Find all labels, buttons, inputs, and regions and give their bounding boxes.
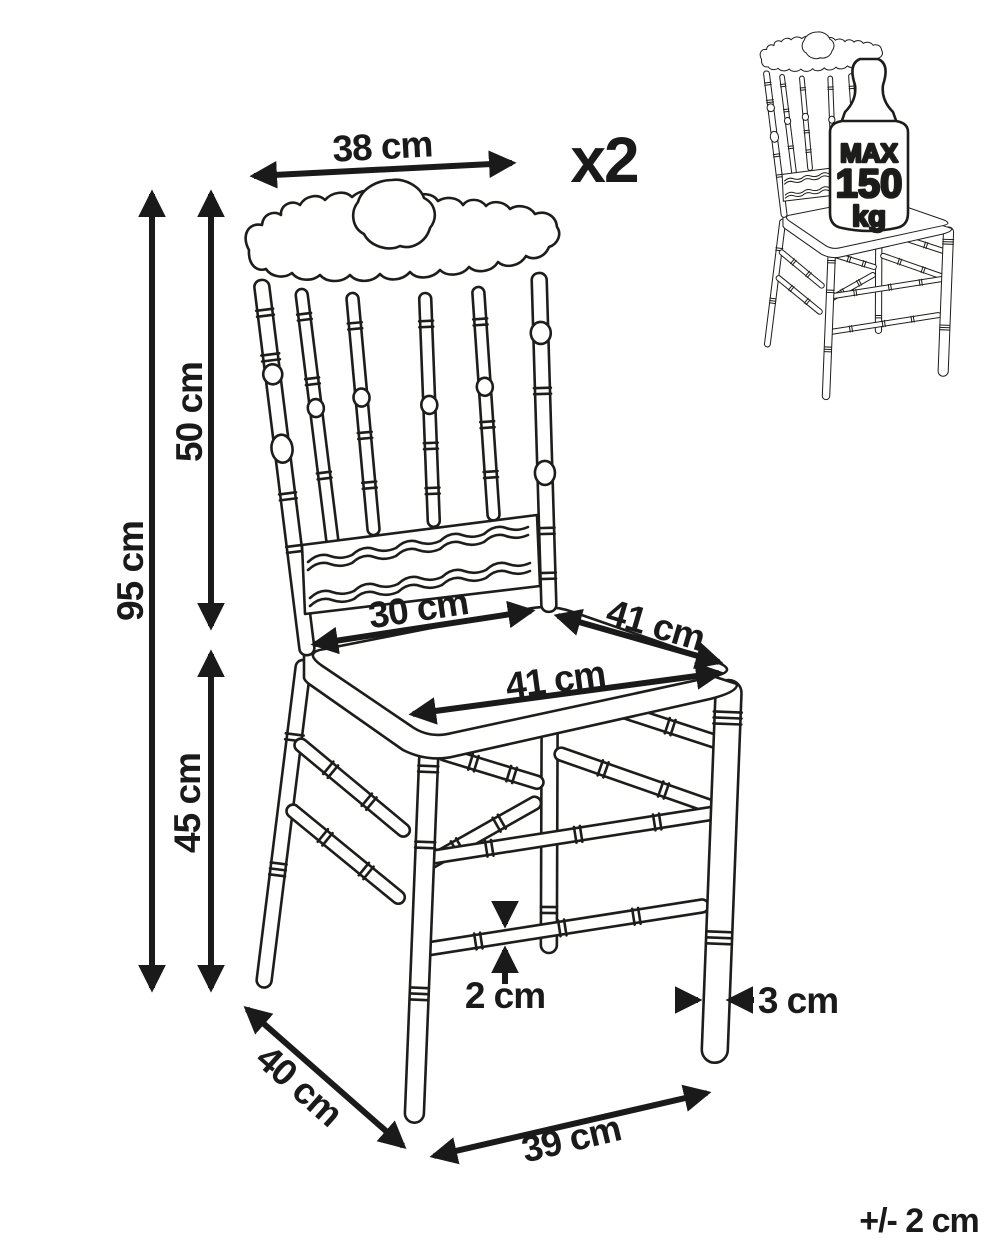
dim-stretcher-thickness-label: 2 cm: [465, 975, 545, 1016]
dim-total-height-label: 95 cm: [110, 521, 151, 621]
dim-seat-height-label: 45 cm: [167, 753, 208, 853]
quantity-label: x2: [570, 124, 638, 196]
tolerance-note: +/- 2 cm: [859, 1202, 979, 1240]
dim-footprint-width-arrow: [429, 1084, 712, 1165]
dim-seat-depth-arrow: [553, 609, 724, 669]
dim-back-width-arrow: [249, 150, 517, 189]
max-load-value: 150: [836, 162, 903, 206]
dim-seat-rear-width-arrow: [310, 600, 536, 655]
dim-backrest-height: 50 cm: [169, 189, 225, 631]
dim-backrest-height-label: 50 cm: [169, 362, 210, 462]
dim-footprint-depth-arrow: [243, 1005, 407, 1150]
dim-seat-front-width-arrow: [408, 662, 724, 725]
dim-footprint-width-label: 39 cm: [518, 1107, 625, 1170]
max-load-weight-icon: MAX 150 kg: [828, 57, 910, 234]
dim-footprint-depth: 40 cm: [243, 1005, 407, 1150]
dim-footprint-width: 39 cm: [429, 1084, 712, 1170]
max-load-unit: kg: [852, 201, 886, 233]
dim-leg-thickness: 3 cm: [675, 980, 839, 1021]
dim-stretcher-thickness: 2 cm: [465, 901, 546, 1016]
dim-back-width: 38 cm: [249, 123, 517, 189]
dim-leg-thickness-label: 3 cm: [758, 980, 838, 1021]
max-load-prefix: MAX: [840, 138, 898, 168]
dim-back-width-label: 38 cm: [331, 123, 433, 169]
dim-total-height: 95 cm: [110, 189, 166, 993]
dim-seat-height: 45 cm: [167, 649, 225, 993]
